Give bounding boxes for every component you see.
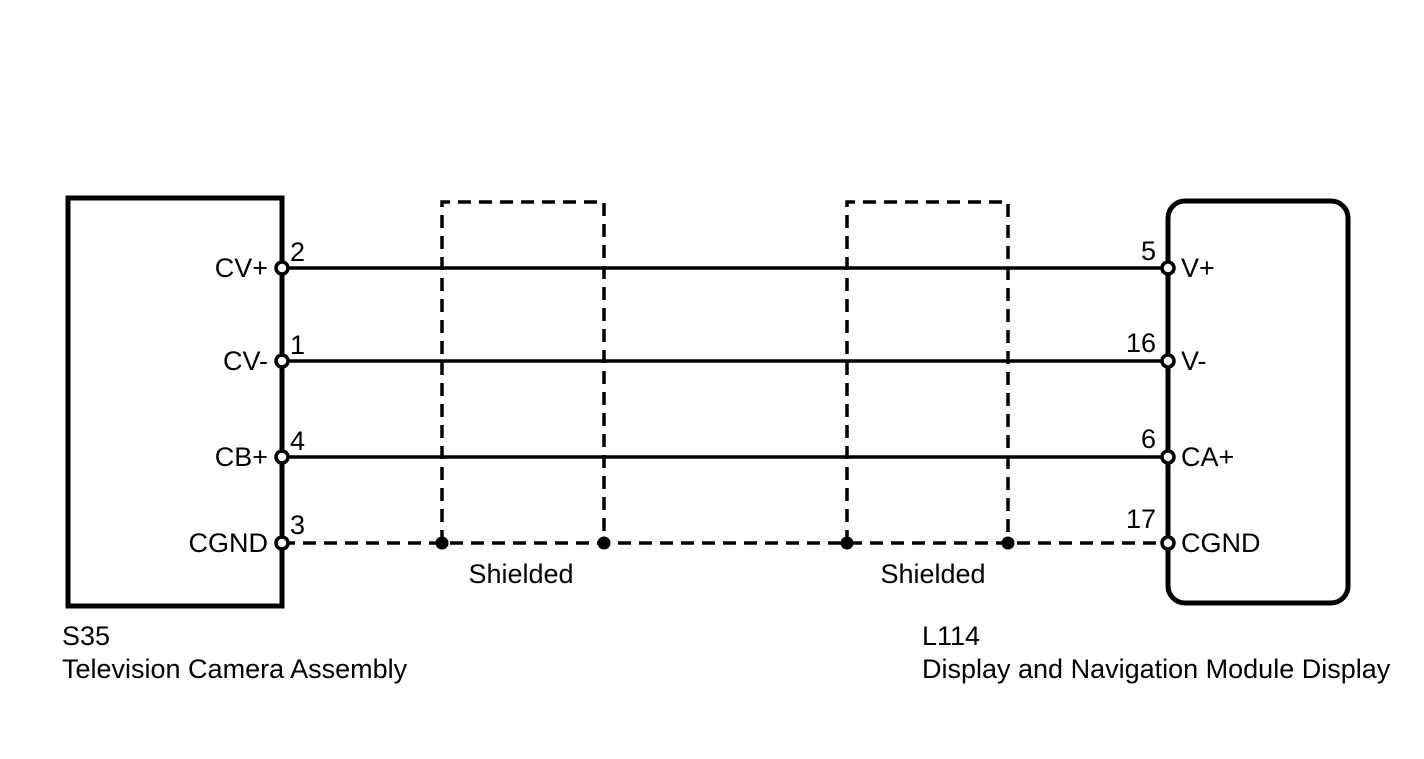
pin-label-v-plus: V+ — [1181, 253, 1215, 283]
pin-terminal-s35-4 — [274, 449, 290, 465]
pin-label-cb-plus: CB+ — [215, 442, 268, 472]
pin-number-3: 3 — [290, 510, 305, 540]
shield-junction-dot — [597, 536, 611, 550]
left-connector-name: Television Camera Assembly — [62, 654, 408, 684]
pin-number-17: 17 — [1126, 504, 1156, 534]
right-connector-name: Display and Navigation Module Display — [922, 654, 1391, 684]
shield-outline-2 — [845, 200, 1010, 543]
pin-label-ca-plus: CA+ — [1181, 442, 1234, 472]
shield-junction-dot — [1001, 536, 1015, 550]
pin-label-cv-plus: CV+ — [215, 253, 268, 283]
shield-outline-1 — [440, 200, 606, 543]
connector-box-s35 — [65, 195, 285, 609]
pin-number-16: 16 — [1126, 328, 1156, 358]
shield-junction-dot — [435, 536, 449, 550]
pin-label-cv-minus: CV- — [223, 346, 268, 376]
pin-terminal-s35-2 — [274, 260, 290, 276]
pin-number-6: 6 — [1141, 424, 1156, 454]
pin-terminal-l114-5 — [1160, 260, 1176, 276]
pin-label-cgnd-left: CGND — [189, 528, 269, 558]
pin-number-5: 5 — [1141, 236, 1156, 266]
pin-terminal-l114-16 — [1160, 353, 1176, 369]
pin-terminal-s35-3 — [274, 535, 290, 551]
pin-number-4: 4 — [290, 426, 305, 456]
shielded-label-2: Shielded — [880, 559, 985, 589]
pin-terminal-l114-17 — [1160, 535, 1176, 551]
connector-box-l114 — [1165, 198, 1351, 606]
left-connector-code: S35 — [62, 621, 110, 651]
pin-terminal-s35-1 — [274, 353, 290, 369]
shielded-label-1: Shielded — [468, 559, 573, 589]
pin-number-1: 1 — [290, 330, 305, 360]
pin-number-2: 2 — [290, 237, 305, 267]
shield-junction-dot — [840, 536, 854, 550]
pin-terminal-l114-6 — [1160, 449, 1176, 465]
pin-label-v-minus: V- — [1181, 346, 1207, 376]
right-connector-code: L114 — [922, 621, 980, 651]
pin-label-cgnd-right: CGND — [1181, 528, 1261, 558]
